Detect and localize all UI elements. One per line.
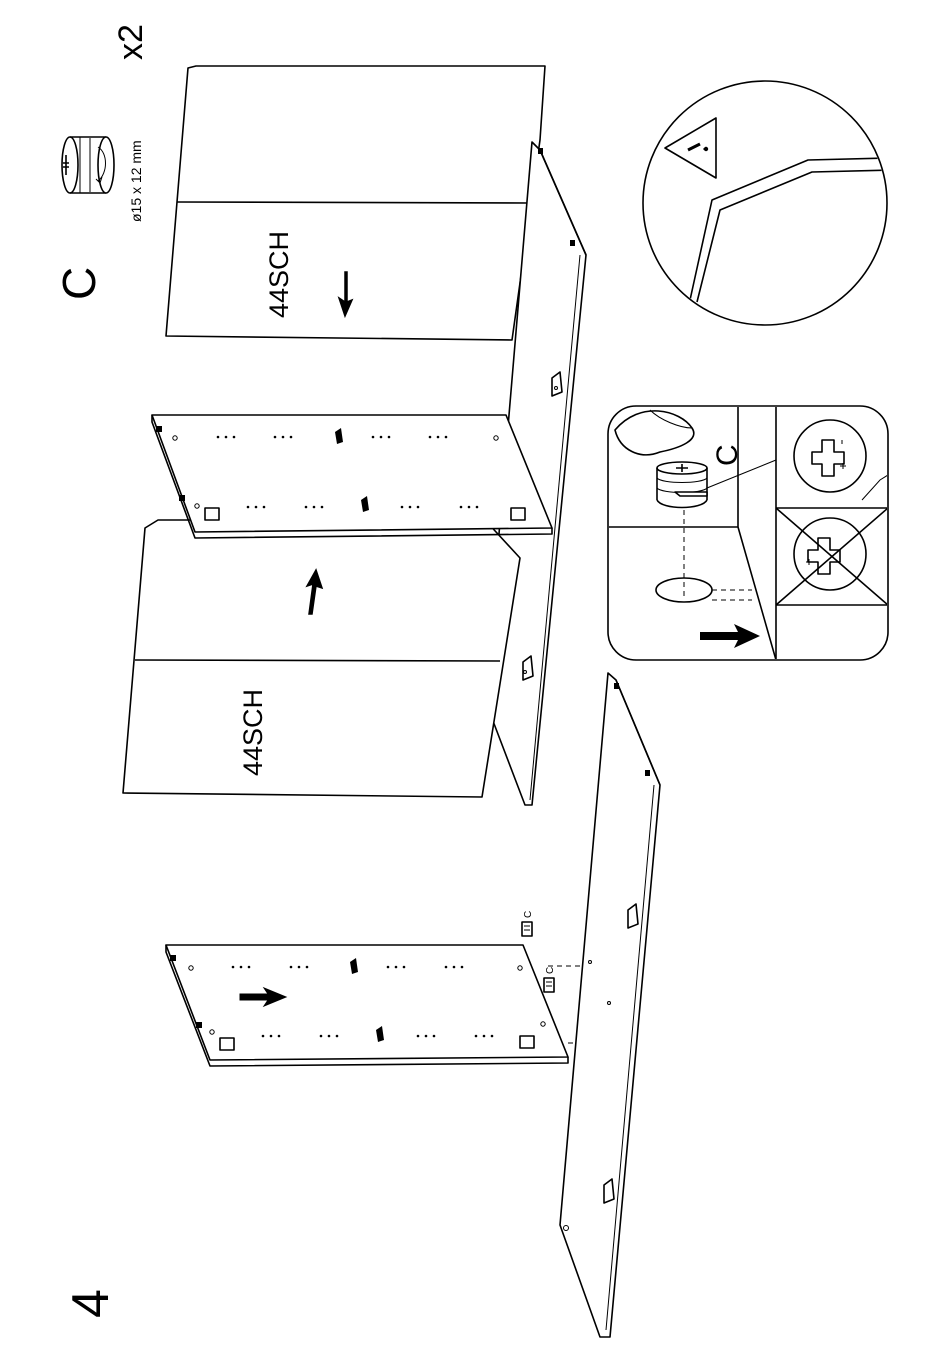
cam-detail-label: C xyxy=(711,444,744,466)
shelf-panel-lower xyxy=(166,945,568,1066)
cam-fitting-2 xyxy=(544,978,554,992)
hardware-letter: C xyxy=(53,267,105,300)
cam-fitting-1 xyxy=(522,922,532,936)
back-panel-top: 44SCH xyxy=(166,66,545,340)
side-panel-long-bottom xyxy=(560,673,660,1337)
cam-label-small-2: C xyxy=(545,967,556,974)
hardware-size: ø15 x 12 mm xyxy=(128,140,144,222)
back-panel-bottom: 44SCH xyxy=(123,520,520,797)
step-number: 4 xyxy=(62,1289,120,1318)
cam-orientation-detail: C xyxy=(608,406,888,660)
panel-label-bottom: 44SCH xyxy=(238,689,268,776)
panel-label-top: 44SCH xyxy=(264,231,294,318)
cam-lock-fitting-icon xyxy=(62,137,114,193)
shelf-panel-middle xyxy=(152,415,552,538)
hardware-quantity: x2 xyxy=(112,24,150,60)
warning-detail-circle xyxy=(643,81,892,325)
cam-label-small-1: C xyxy=(523,911,534,918)
